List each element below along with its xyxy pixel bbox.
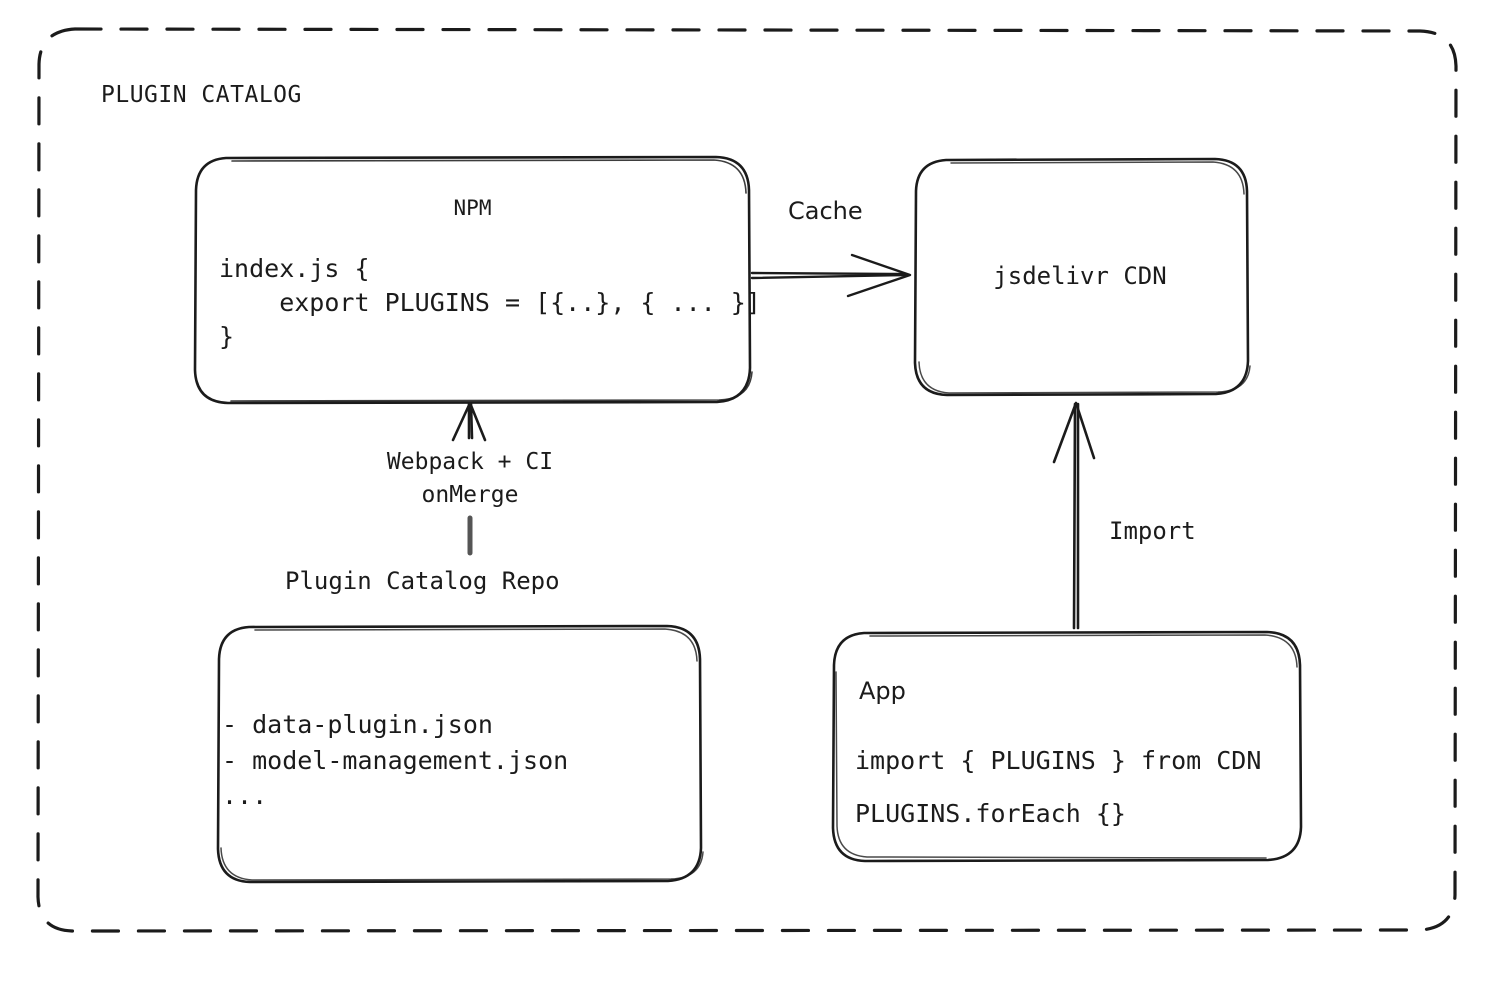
- build-edge-label: Webpack + CI onMerge: [386, 449, 554, 508]
- app-code-line-foreach: PLUGINS.forEach {}: [855, 798, 1126, 828]
- app-box-title: App: [859, 677, 906, 705]
- npm-box-outline-sketch: [230, 159, 753, 402]
- repo-box-outline: [216, 624, 703, 884]
- import-arrow: [1052, 401, 1096, 630]
- app-box-outline: [831, 630, 1303, 863]
- plugin-catalog-group-title: PLUGIN CATALOG: [101, 82, 302, 108]
- app-box-code: import { PLUGINS } from CDN PLUGINS.forEa…: [855, 735, 1261, 840]
- app-box-outline-sketch: [835, 634, 1298, 859]
- cdn-box-outline-sketch: [918, 161, 1251, 394]
- repo-box-outline-sketch: [220, 628, 704, 881]
- build-arrow: [451, 401, 487, 442]
- app-code-line-import: import { PLUGINS } from CDN: [855, 746, 1262, 775]
- npm-box-title: NPM: [453, 196, 492, 220]
- repo-box-caption: Plugin Catalog Repo: [285, 567, 560, 595]
- npm-box-code: index.js { export PLUGINS = [{..}, { ...…: [219, 254, 761, 351]
- cache-edge-label: Cache: [788, 197, 863, 225]
- cdn-box-title: jsdelivr CDN: [993, 262, 1167, 290]
- cache-arrow: [750, 253, 912, 298]
- plugin-catalog-group-border: [36, 27, 1458, 933]
- repo-box-file-list: - data-plugin.json - model-management.js…: [222, 710, 569, 810]
- import-edge-label: Import: [1109, 517, 1196, 545]
- cdn-box-outline: [913, 157, 1250, 397]
- npm-box-outline: [193, 155, 752, 405]
